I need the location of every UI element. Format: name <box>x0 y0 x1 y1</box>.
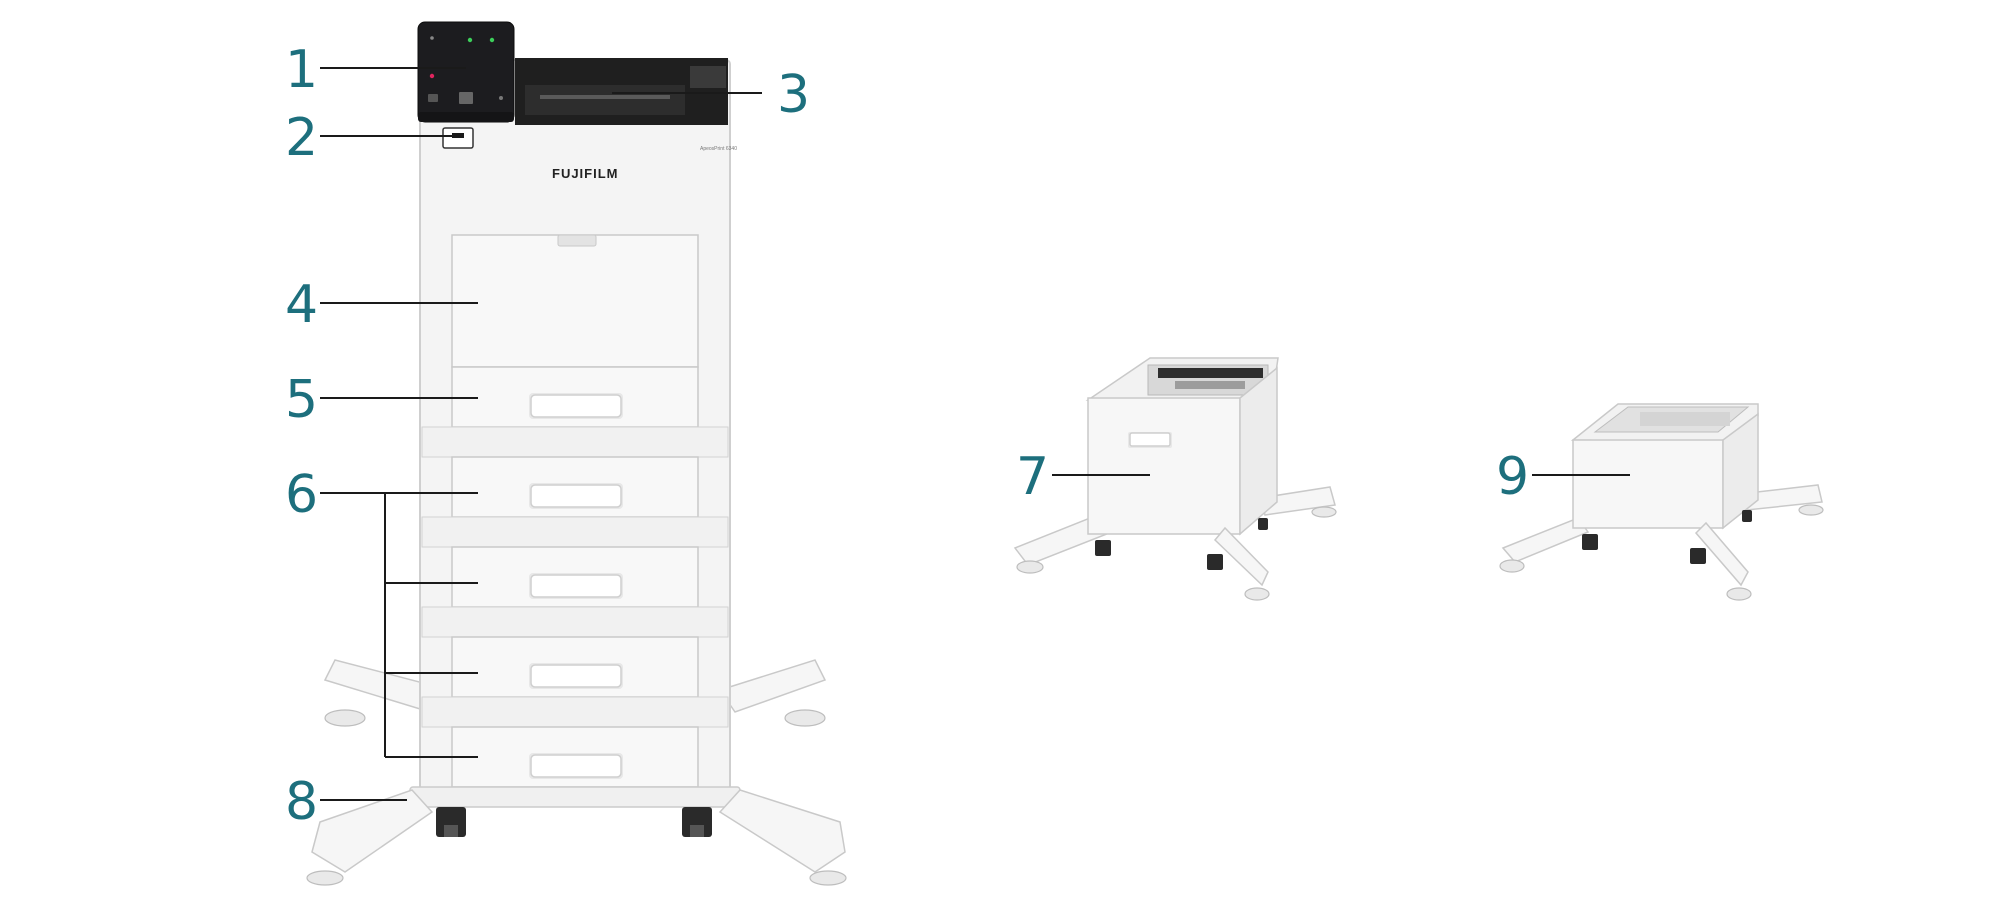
printer-stand-back-legs <box>323 659 827 727</box>
front-cover[interactable] <box>451 234 699 368</box>
brand-logo: FUJIFILM <box>552 166 619 181</box>
callout-2: 2 <box>285 108 318 168</box>
stand-base-plate <box>409 786 741 808</box>
usb-port[interactable] <box>442 127 474 149</box>
stand-only-with-base <box>1499 403 1824 601</box>
callout-5: 5 <box>285 370 318 430</box>
callout-1: 1 <box>285 40 318 100</box>
optional-tray-3[interactable] <box>451 636 699 698</box>
output-tray <box>515 58 728 125</box>
leader-lines <box>320 67 1630 801</box>
callout-7: 7 <box>1016 447 1049 507</box>
callout-8: 8 <box>285 772 318 832</box>
tray-cabinet-with-stand <box>1013 357 1337 601</box>
printer-with-trays-and-stand: FUJIFILM ApeosPrint 6340 <box>306 21 847 886</box>
callout-numbers: 1 2 3 4 5 6 7 8 9 <box>285 40 1529 832</box>
callout-4: 4 <box>285 275 318 335</box>
control-panel[interactable] <box>417 21 515 123</box>
callout-6: 6 <box>285 465 318 525</box>
optional-tray-4[interactable] <box>451 726 699 788</box>
casters <box>436 807 712 837</box>
leader-6 <box>320 492 478 758</box>
model-label: ApeosPrint 6340 <box>700 146 737 152</box>
cabinet-front-panel[interactable] <box>1087 397 1241 535</box>
callout-9: 9 <box>1496 447 1529 507</box>
optional-tray-2[interactable] <box>451 546 699 608</box>
callout-3: 3 <box>777 65 810 125</box>
paper-tray-1[interactable] <box>451 366 699 428</box>
optional-tray-1[interactable] <box>451 456 699 518</box>
base-unit-front <box>1572 439 1724 529</box>
printer-stand-front-legs <box>306 789 847 886</box>
